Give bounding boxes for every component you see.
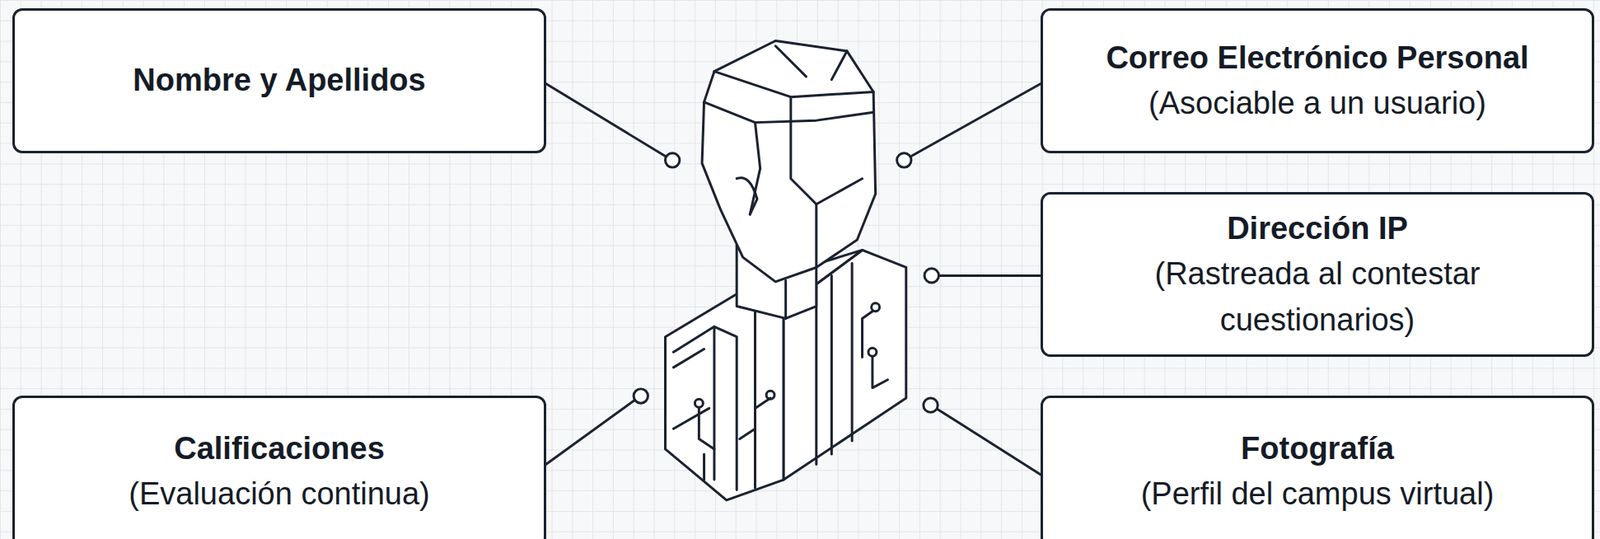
box-heading: Dirección IP (1226, 205, 1409, 252)
person-figure (546, 41, 1042, 501)
box-detail: (Rastreada al contestar cuestionarios) (1076, 251, 1559, 342)
box-detail: (Asociable a un usuario) (1148, 80, 1487, 127)
box-heading: Calificaciones (173, 425, 385, 472)
info-box: Nombre y Apellidos (12, 8, 547, 154)
box-heading: Correo Electrónico Personal (1105, 35, 1529, 81)
info-box: Dirección IP(Rastreada al contestar cues… (1040, 191, 1595, 357)
box-detail: (Evaluación continua) (128, 471, 430, 517)
box-heading: Fotografía (1240, 425, 1395, 472)
info-box: Fotografía(Perfil del campus virtual) (1040, 395, 1595, 539)
head (701, 41, 876, 282)
torso (665, 249, 907, 500)
box-detail: (Perfil del campus virtual) (1141, 471, 1495, 517)
info-box: Calificaciones(Evaluación continua) (12, 395, 547, 539)
box-heading: Nombre y Apellidos (132, 57, 426, 103)
info-box: Correo Electrónico Personal(Asociable a … (1040, 8, 1595, 154)
